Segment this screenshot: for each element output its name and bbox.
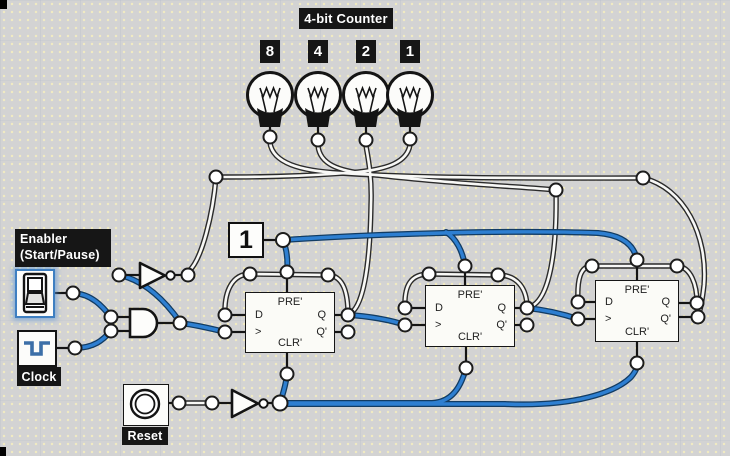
inverter-bubble bbox=[258, 398, 269, 409]
wire-bulb2 bbox=[349, 144, 373, 315]
ff3-q-label: Q bbox=[661, 296, 670, 308]
and-gate[interactable] bbox=[128, 307, 159, 339]
ff2-d-label: D bbox=[435, 302, 443, 314]
ff1-pre-label: PRE' bbox=[277, 296, 303, 308]
ff2-clk-label: > bbox=[435, 319, 442, 331]
bulb-1-label: 1 bbox=[400, 40, 420, 63]
push-button-icon bbox=[129, 388, 161, 420]
ff1-clr-label: CLR' bbox=[277, 337, 303, 349]
flip-flop-1[interactable]: PRE' D > Q Q' CLR' bbox=[245, 292, 335, 353]
ff3-pre-label: PRE' bbox=[624, 284, 650, 296]
wire-reset-to-ff2-clr bbox=[278, 366, 468, 405]
wire-ff2-feedback-arc bbox=[403, 272, 529, 310]
ff2-qn-label: Q' bbox=[496, 319, 507, 331]
ff1-qn-label: Q' bbox=[316, 326, 327, 338]
ff3-d-label: D bbox=[605, 296, 613, 308]
bulb-8[interactable] bbox=[246, 71, 294, 128]
bulb-8-label: 8 bbox=[260, 40, 280, 63]
ff2-clr-label: CLR' bbox=[457, 331, 483, 343]
reset-label: Reset bbox=[122, 427, 168, 445]
constant-1-value: 1 bbox=[239, 225, 253, 254]
flip-flop-3[interactable]: PRE' D > Q Q' CLR' bbox=[595, 280, 679, 342]
wire-ff2-q-up bbox=[528, 188, 558, 309]
wire-const1-to-ff3-pre bbox=[281, 230, 639, 262]
ff1-clk-label: > bbox=[255, 326, 262, 338]
enabler-label-line2: (Start/Pause) bbox=[20, 248, 100, 262]
ff1-q-label: Q bbox=[317, 309, 326, 321]
bulb-4[interactable] bbox=[294, 71, 342, 128]
connection-nodes bbox=[65, 129, 706, 412]
wires-low bbox=[176, 140, 708, 406]
toggle-switch-icon bbox=[22, 272, 48, 314]
clock-label: Clock bbox=[17, 367, 61, 386]
title-badge: 4-bit Counter bbox=[299, 8, 393, 29]
enabler-label-line1: Enabler bbox=[20, 232, 68, 247]
ff3-clk-label: > bbox=[605, 313, 612, 325]
enabler-switch[interactable] bbox=[15, 269, 55, 318]
clock-source[interactable] bbox=[17, 330, 57, 367]
bulb-2[interactable] bbox=[342, 71, 390, 128]
constant-1[interactable]: 1 bbox=[228, 222, 264, 258]
wire-bulb4 bbox=[316, 144, 558, 192]
bulb-1[interactable] bbox=[386, 71, 434, 128]
corner-artifact bbox=[0, 0, 7, 9]
inverter-bubble bbox=[165, 270, 176, 281]
ff3-clr-label: CLR' bbox=[624, 326, 650, 338]
reset-button[interactable] bbox=[123, 384, 169, 426]
square-wave-icon bbox=[24, 341, 50, 356]
wire-bulb1 bbox=[214, 143, 412, 179]
ff1-d-label: D bbox=[255, 309, 263, 321]
wire-left-drop bbox=[187, 175, 218, 273]
enabler-label: Enabler (Start/Pause) bbox=[15, 229, 111, 267]
bulb-4-label: 4 bbox=[308, 40, 328, 63]
flip-flop-2[interactable]: PRE' D > Q Q' CLR' bbox=[425, 285, 515, 347]
not-gate-enable[interactable] bbox=[138, 261, 176, 290]
ff2-pre-label: PRE' bbox=[457, 289, 483, 301]
ff3-qn-label: Q' bbox=[660, 313, 671, 325]
not-gate-reset[interactable] bbox=[230, 388, 269, 419]
ff2-q-label: Q bbox=[497, 302, 506, 314]
corner-artifact bbox=[0, 447, 6, 456]
bulb-2-label: 2 bbox=[356, 40, 376, 63]
